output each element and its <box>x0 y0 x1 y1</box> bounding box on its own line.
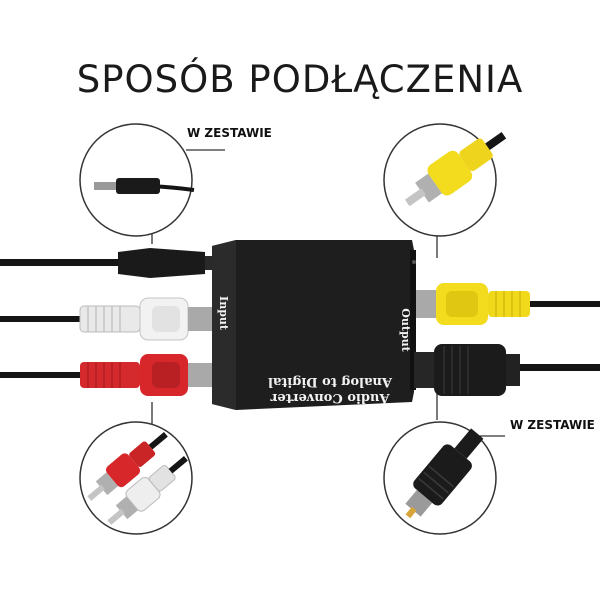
input-label: Input <box>217 296 230 331</box>
callout-optical-plug <box>383 421 497 535</box>
converter-device <box>212 240 416 410</box>
output-label: Output <box>399 308 412 352</box>
callout-yellow-rca <box>383 123 507 237</box>
yellow-rca-plug <box>416 283 530 325</box>
yellow-rca-cable <box>530 301 600 307</box>
device-line-1: Analog to Digital <box>268 374 393 389</box>
red-rca-cable <box>0 372 90 378</box>
cables <box>0 259 600 378</box>
callout-power-plug <box>79 123 195 237</box>
power-cable <box>0 259 160 266</box>
power-plug <box>118 248 215 278</box>
white-rca-plug <box>79 297 212 341</box>
device-line-2: Audio Converter <box>270 390 390 405</box>
white-rca-cable <box>0 316 90 322</box>
red-rca-plug <box>80 354 212 396</box>
page-title: SPOSÓB PODŁĄCZENIA <box>76 58 524 101</box>
optical-plug <box>414 344 520 396</box>
optical-cable <box>515 364 600 371</box>
included-label-power: W ZESTAWIE <box>187 126 272 140</box>
included-label-optical: W ZESTAWIE <box>510 418 595 432</box>
device-label: Audio Converter Analog to Digital <box>268 374 393 405</box>
callout-red-white-rca <box>79 421 193 535</box>
